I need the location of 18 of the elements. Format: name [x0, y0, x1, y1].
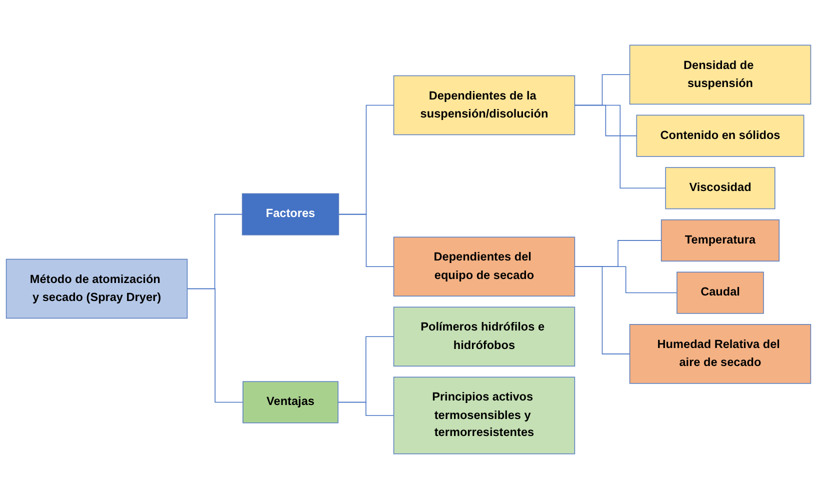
node-box: Principios activos termosensibles y termorresistentes	[393, 376, 576, 454]
connector	[574, 104, 666, 189]
node-box: Caudal	[676, 272, 764, 314]
node-box: Ventajas	[242, 381, 338, 424]
node-box: Factores	[242, 193, 340, 236]
node-box: Contenido en sólidos	[636, 114, 804, 157]
node-box: Dependientes del equipo de secado	[393, 236, 576, 296]
node-box: Temperatura	[660, 219, 780, 262]
node-box: Densidad de suspensión	[629, 44, 812, 105]
connector	[338, 214, 394, 267]
connector	[338, 402, 394, 416]
node-box: Método de atomización y secado (Spray Dryer)	[6, 258, 188, 319]
connector	[186, 288, 244, 403]
node-box: Polímeros hidrófilos e hidrófobos	[393, 306, 576, 367]
node-box: Viscosidad	[665, 167, 776, 210]
node-box: Dependientes de la suspensión/disolución	[393, 75, 576, 136]
connector	[574, 266, 630, 354]
node-box: Humedad Relativa del aire de secado	[629, 324, 812, 384]
